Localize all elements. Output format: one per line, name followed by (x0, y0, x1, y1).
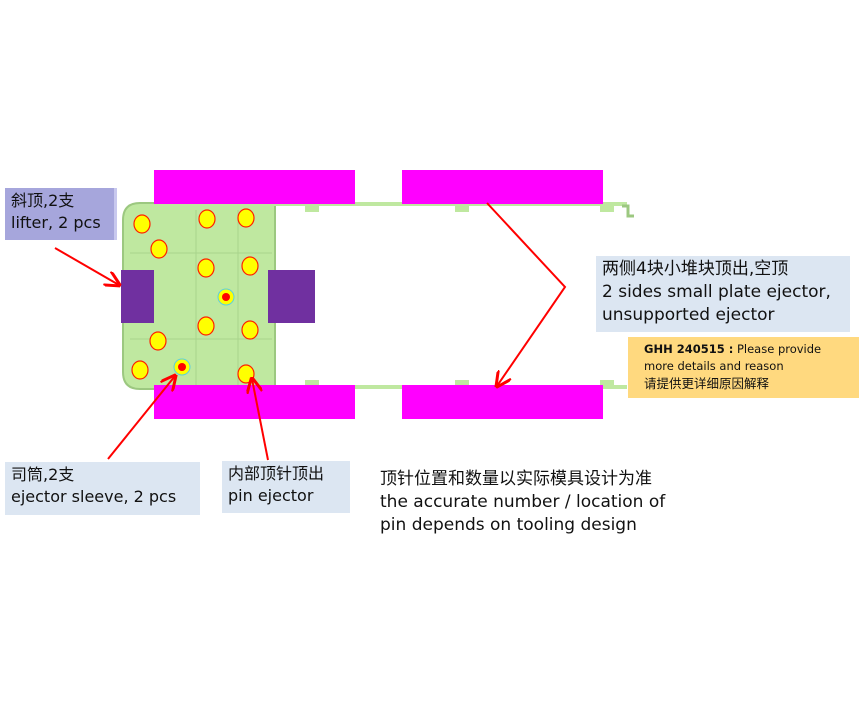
ejector-pin (131, 360, 149, 380)
ejector-pins (131, 208, 259, 384)
part-outline (122, 202, 634, 390)
ejector-pin (133, 214, 151, 234)
plate-label: 两侧4块小堆块顶出,空顶 2 sides small plate ejector… (596, 256, 850, 332)
lifter-left (121, 270, 154, 323)
lifter-label: 斜顶,2支 lifter, 2 pcs (5, 188, 117, 240)
tooling-note-en2: pin depends on tooling design (380, 515, 637, 535)
ejector-pin (241, 320, 259, 340)
ejector-pin (198, 209, 216, 229)
lifter-right (268, 270, 315, 323)
plate-ejector-top-right (402, 170, 603, 204)
comment-zh: 请提供更详细原因解释 (644, 376, 770, 391)
review-comment[interactable]: GHH 240515 : Please provide more details… (628, 337, 859, 398)
ejector-pin (241, 256, 259, 276)
lifter-label-zh: 斜顶,2支 (11, 191, 75, 210)
sleeve-label: 司筒,2支 ejector sleeve, 2 pcs (5, 462, 200, 515)
callout-arrows (54, 202, 567, 461)
ejector-pin (150, 239, 168, 259)
plate-label-zh: 两侧4块小堆块顶出,空顶 (602, 259, 789, 279)
sleeve-label-zh: 司筒,2支 (11, 465, 75, 484)
ejector-pin (197, 316, 215, 336)
plate-ejector-top-left (154, 170, 355, 204)
sleeve-label-en: ejector sleeve, 2 pcs (11, 487, 177, 506)
ejector-sleeves (173, 288, 235, 376)
ejector-pin (149, 331, 167, 351)
pin-label: 内部顶针顶出 pin ejector (222, 461, 350, 513)
plate-label-en2: unsupported ejector (602, 305, 775, 325)
tooling-note: 顶针位置和数量以实际模具设计为准 the accurate number / l… (380, 468, 665, 537)
pin-label-zh: 内部顶针顶出 (228, 464, 325, 483)
lifter-label-en: lifter, 2 pcs (11, 213, 101, 232)
comment-author: GHH 240515 : (644, 342, 734, 356)
tooling-note-en1: the accurate number / location of (380, 492, 666, 512)
tooling-note-zh: 顶针位置和数量以实际模具设计为准 (380, 469, 652, 489)
ejector-pin (197, 258, 215, 278)
comment-text: Please provide more details and reason (644, 342, 822, 373)
plate-label-en1: 2 sides small plate ejector, (602, 282, 831, 302)
plate-ejector-bottom-right (402, 385, 603, 419)
pin-label-en: pin ejector (228, 486, 314, 505)
ejector-pin (237, 208, 255, 228)
